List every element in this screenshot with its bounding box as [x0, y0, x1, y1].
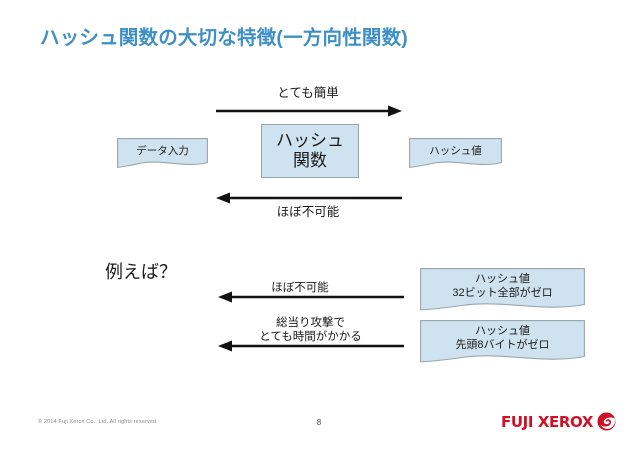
- forward-arrow-icon: [216, 104, 402, 118]
- logo-wordmark: FUJI XEROX: [501, 412, 593, 431]
- example-heading: 例えば？: [105, 262, 177, 282]
- xerox-sphere-icon: [597, 412, 616, 431]
- copyright-text: © 2014 Fuji Xerox Co., Ltd. All rights r…: [38, 419, 158, 425]
- example-row-2-box: ハッシュ値 先頭8バイトがゼロ: [420, 320, 585, 366]
- page-title: ハッシュ関数の大切な特徴(一方向性関数): [40, 27, 408, 49]
- example-row-1-box: ハッシュ値 32ビット全部がゼロ: [420, 268, 585, 314]
- output-document-box: ハッシュ値: [409, 138, 502, 170]
- hash-function-label: ハッシュ 関数: [276, 130, 344, 170]
- example-row-1-arrow-label: ほぼ不可能: [271, 282, 329, 294]
- forward-arrow-label: とても簡単: [277, 86, 339, 100]
- fuji-xerox-logo: FUJI XEROX: [501, 412, 616, 431]
- example-row-2-arrow-label: 総当り攻撃で とても時間がかかる: [259, 317, 362, 344]
- reverse-arrow-label: ほぼ不可能: [276, 205, 340, 219]
- footer-divider: [0, 404, 638, 405]
- example-row-1-arrow-icon: [218, 290, 404, 304]
- hash-function-box: ハッシュ 関数: [261, 124, 359, 178]
- reverse-arrow-icon: [216, 191, 402, 205]
- example-row-2-arrow-icon: [218, 339, 404, 353]
- page-number: 8: [316, 418, 322, 427]
- input-document-box: データ入力: [117, 138, 208, 170]
